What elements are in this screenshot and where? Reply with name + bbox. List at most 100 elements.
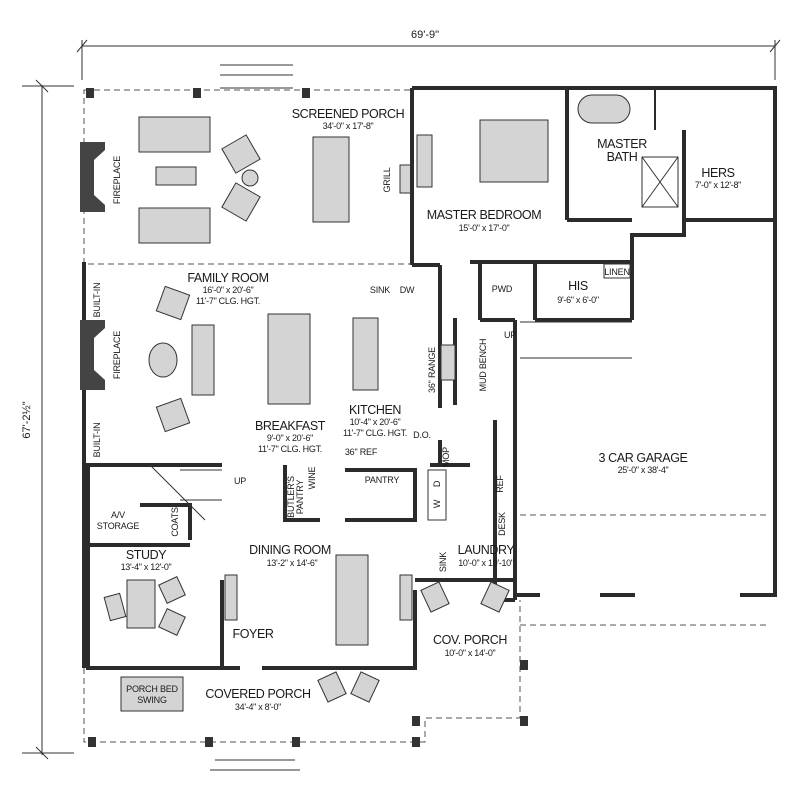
coats-label: COATS [170,507,180,537]
sofa-icon [138,116,211,153]
room-size-breakfast: 9'-0" x 20'-6" [267,433,313,443]
room-name-master-bath-2: BATH [607,150,638,164]
ceiling-family-room: 11'-7" CLG. HGT. [196,296,260,306]
bed-icon [479,119,549,183]
chair-icon [350,671,380,703]
built-in-label: BUILT-IN [92,423,102,458]
chair-icon [158,608,186,636]
room-size-covered-porch: 34'-4" x 8'-0" [235,702,281,712]
room-size-garage: 25'-0" x 38'-4" [618,465,669,475]
stair-garage [520,321,632,359]
sideboard-icon [399,574,413,621]
room-name-foyer: FOYER [232,627,273,641]
round-table-icon [148,342,178,378]
kitchen-island-icon [352,317,379,391]
pwd-label: PWD [492,284,513,294]
room-name-his: HIS [568,279,588,293]
grill-label: GRILL [382,167,392,192]
dimension-width: 69'-9" [76,29,781,80]
bathtub-icon [577,94,631,124]
chair-icon [155,285,191,321]
room-size-study: 13'-4" x 12'-0" [121,562,172,572]
dryer-label: D [432,480,442,487]
room-size-screened-porch: 34'-0" x 17'-8" [323,121,374,131]
ceiling-breakfast: 11'-7" CLG. HGT. [258,444,322,454]
mop-label: MOP [441,447,451,467]
covered-porch: PORCH BED SWING COVERED PORCH 34'-4" x 8… [83,600,770,771]
depth-label: 67'-2½" [21,401,33,438]
porch-bed-swing-icon [120,676,184,712]
desk-icon [126,579,156,629]
dw-label: DW [400,285,415,295]
chair-icon [221,182,261,222]
fireplace-label: FIREPLACE [112,331,122,379]
double-oven-label: D.O. [413,430,431,440]
chair-icon [420,581,450,613]
stair-up-label: UP [504,330,516,340]
room-size-dining-room: 13'-2" x 14'-6" [267,558,318,568]
butlers-pantry-label: PANTRY [295,480,305,515]
stair-main [149,464,222,521]
room-name-garage: 3 CAR GARAGE [599,451,688,465]
range-label: 36" RANGE [427,347,437,393]
room-size-laundry: 10'-0" x 10'-10" [458,558,514,568]
breakfast-table-icon [267,313,311,405]
main-walls: FIREPLACE BUILT-IN BUILT-IN SINK DW 36" … [80,220,777,670]
ref-label: REF [495,475,505,493]
width-label: 69'-9" [411,29,439,41]
room-name-av-storage: A/V [111,510,125,520]
wine-label: WINE [307,466,317,489]
room-name-family-room: FAMILY ROOM [187,271,268,285]
ceiling-kitchen: 11'-7" CLG. HGT. [343,428,407,438]
sofa-icon [191,324,215,396]
sofa-icon [138,207,211,244]
fireplace-icon [80,142,105,212]
porch-bed-label: PORCH BED [126,684,178,694]
room-size-hers: 7'-0" x 12'-8" [695,180,741,190]
dining-table-icon [335,554,369,646]
fireplace-icon [80,320,105,390]
room-name-covered-porch: COVERED PORCH [205,687,311,701]
room-name-cov-porch: COV. PORCH [433,633,507,647]
room-name-screened-porch: SCREENED PORCH [292,107,405,121]
room-name-study: STUDY [126,548,167,562]
room-size-cov-porch: 10'-0" x 14'-0" [445,648,496,658]
range-icon [440,344,456,381]
chair-icon [158,576,186,604]
master-suite-walls: MASTER BATH HERS 7'-0" x 12'-8" MASTER B… [410,86,777,322]
chair-icon [221,134,261,174]
room-name-hers: HERS [701,166,734,180]
linen-label: LINEN [604,267,630,277]
screened-porch: FIREPLACE GRILL SCREENED PORCH 34'-0" x … [80,64,413,265]
coffee-table-icon [155,166,197,186]
mud-bench-label: MUD BENCH [478,339,488,392]
sink-label: SINK [370,285,390,295]
room-name-kitchen: KITCHEN [349,403,401,417]
ref-36-label: 36" REF [345,447,378,457]
room-name-av-storage-2: STORAGE [97,521,140,531]
built-in-label: BUILT-IN [92,283,102,318]
fireplace-label: FIREPLACE [112,156,122,204]
room-name-pantry: PANTRY [365,475,400,485]
chair-icon [317,671,347,703]
side-table-icon [241,169,259,187]
room-name-master-bedroom: MASTER BEDROOM [427,208,542,222]
room-name-dining-room: DINING ROOM [249,543,331,557]
room-size-family-room: 16'-0" x 20'-6" [203,285,254,295]
room-size-kitchen: 10'-4" x 20'-6" [350,417,401,427]
desk-label: DESK [497,512,507,536]
porch-bed-label-2: SWING [137,695,167,705]
chair-icon [103,592,127,622]
sideboard-icon [224,574,238,621]
dresser-icon [416,134,433,188]
shower-icon [641,156,679,208]
chair-icon [155,397,191,433]
room-size-master-bedroom: 15'-0" x 17'-0" [459,223,510,233]
dining-table-icon [312,136,350,223]
room-name-breakfast: BREAKFAST [255,419,326,433]
room-name-master-bath: MASTER [597,137,647,151]
room-size-his: 9'-6" x 6'-0" [557,295,599,305]
butlers-label: BUTLER'S [286,476,296,518]
chair-icon [480,581,510,613]
